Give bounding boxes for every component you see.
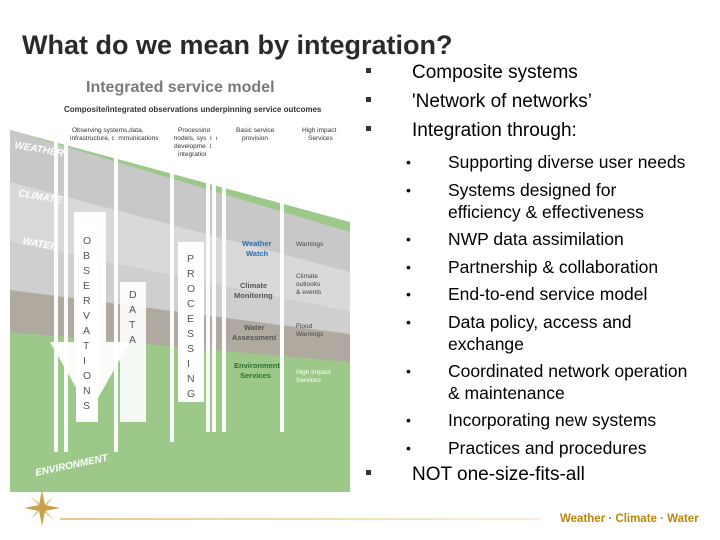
processing-letter: C: [187, 298, 195, 310]
processing-letter: P: [187, 253, 194, 265]
observations-letter: O: [83, 370, 91, 382]
dot-bullet-icon: •: [406, 440, 411, 456]
high-impact-warnings: Warnings: [296, 241, 324, 248]
observations-letter: S: [83, 400, 90, 412]
processing-letter: G: [187, 388, 195, 400]
dot-bullet-icon: •: [406, 314, 411, 330]
band-weather: [10, 130, 350, 272]
dot-bullet-icon: •: [406, 231, 411, 247]
wmo-star-logo-icon: [24, 490, 60, 526]
observations-letter: E: [83, 280, 90, 292]
diagram-heading: Integrated service model: [86, 79, 275, 96]
observations-letter: R: [83, 295, 91, 307]
slide-title: What do we mean by integration?: [22, 30, 453, 60]
data-column: [120, 282, 146, 422]
integrated-service-model-diagram: Integrated service model Composite/integ…: [10, 72, 350, 492]
dot-bullet-icon: •: [406, 286, 411, 302]
processing-column: [178, 242, 204, 402]
observations-letter: S: [83, 265, 90, 277]
observations-letter: T: [83, 340, 90, 352]
dot-bullet-icon: •: [406, 363, 411, 379]
square-bullet-icon: [366, 68, 371, 73]
processing-letter: I: [187, 358, 190, 370]
data-letter: A: [129, 334, 136, 346]
observations-letter: I: [83, 355, 86, 367]
dot-bullet-icon: •: [406, 154, 411, 170]
diagram-subheading: Composite/integrated observations underp…: [64, 105, 322, 114]
observations-letter: V: [83, 310, 90, 322]
dot-bullet-icon: •: [406, 259, 411, 275]
square-bullet-icon: [366, 97, 371, 102]
footer-divider: [60, 518, 540, 520]
processing-letter: O: [187, 283, 195, 295]
data-letter: D: [129, 289, 137, 301]
observations-letter: B: [83, 250, 90, 262]
processing-letter: E: [187, 313, 194, 325]
footer-brand: Weather · Climate · Water: [560, 513, 699, 525]
square-bullet-icon: [366, 126, 371, 131]
processing-letter: S: [187, 328, 194, 340]
data-letter: A: [129, 304, 136, 316]
square-bullet-icon: [366, 470, 371, 475]
processing-letter: N: [187, 373, 195, 385]
processing-letter: S: [187, 343, 194, 355]
data-letter: T: [129, 319, 136, 331]
observations-letter: A: [83, 325, 90, 337]
observations-column: [76, 222, 98, 422]
dot-bullet-icon: •: [406, 182, 411, 198]
observations-letter: O: [83, 235, 91, 247]
dot-bullet-icon: •: [406, 412, 411, 428]
processing-letter: R: [187, 268, 195, 280]
observations-letter: N: [83, 385, 91, 397]
